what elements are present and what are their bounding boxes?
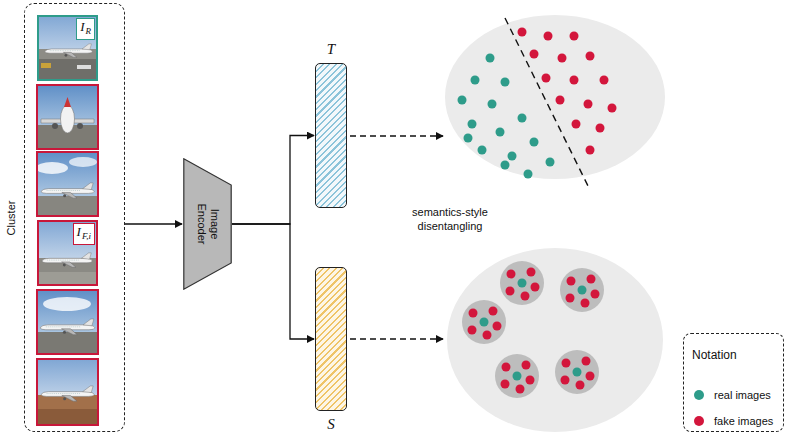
math-subscript: R: [86, 26, 92, 36]
legend-text: fake images: [714, 415, 773, 427]
legend-row: fake images: [694, 408, 781, 434]
image-thumbnail: IF,i: [37, 220, 98, 286]
image-label: IF,i: [73, 223, 95, 245]
vector-label: T: [327, 41, 335, 58]
math-symbol: I: [77, 224, 81, 239]
annotation-text: semantics-style disentangling: [392, 205, 508, 233]
legend-title: Notation: [692, 348, 737, 362]
math-subscript: F,i: [82, 231, 91, 241]
encoder-trapezoid: Image Encoder: [183, 158, 232, 290]
embedding-space-top: [445, 15, 665, 190]
legend-text: real images: [714, 389, 771, 401]
math-symbol: I: [80, 19, 84, 34]
feature-vector: T: [315, 63, 347, 208]
image-thumbnail: IR: [37, 15, 98, 81]
legend-swatch: [694, 390, 704, 400]
legend-box: Notation real images fake images: [683, 333, 784, 432]
cluster-label: Cluster: [5, 200, 18, 235]
legend-rows: real images fake images: [694, 382, 781, 434]
encoder-label: Image Encoder: [195, 196, 221, 252]
image-label: IR: [76, 18, 95, 40]
cluster-box: ClusterIRIF,i: [24, 3, 125, 432]
dashed-arrow: [350, 338, 443, 339]
vector-label: S: [327, 416, 335, 433]
connector-arrow: [232, 136, 314, 225]
feature-vector: S: [315, 267, 347, 411]
image-stack: [36, 15, 98, 425]
dashed-arrow: [350, 135, 443, 136]
connector-arrow: [125, 223, 182, 224]
legend-swatch: [694, 416, 704, 426]
connector-arrow: [232, 224, 314, 339]
embedding-space-bottom: [447, 248, 663, 432]
legend-row: real images: [694, 382, 781, 408]
